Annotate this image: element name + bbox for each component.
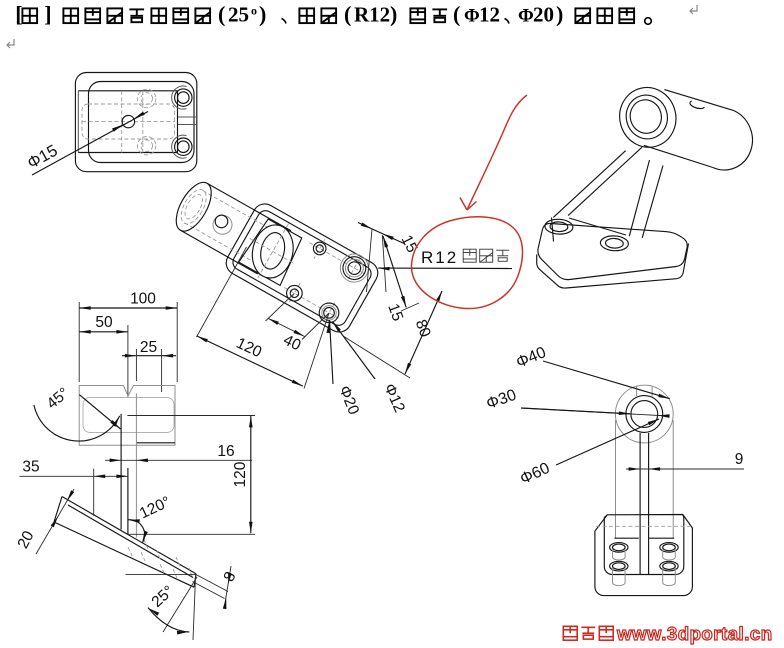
svg-text:100: 100 (130, 291, 156, 308)
svg-text:(: ( (453, 2, 460, 27)
svg-text:35: 35 (22, 459, 39, 476)
svg-text:12: 12 (479, 3, 500, 27)
svg-text:[: [ (15, 2, 22, 27)
svg-text:20: 20 (14, 528, 37, 552)
svg-text:25: 25 (228, 3, 249, 27)
svg-text:40: 40 (280, 332, 303, 355)
svg-text:www.3dportal.cn: www.3dportal.cn (616, 623, 773, 644)
svg-text:Φ: Φ (464, 6, 480, 27)
svg-text:R12: R12 (421, 248, 458, 267)
svg-text:120: 120 (232, 461, 249, 487)
svg-text:25: 25 (140, 339, 157, 356)
svg-text:o: o (251, 4, 257, 18)
svg-text:R12: R12 (354, 3, 390, 27)
svg-text:(: ( (344, 2, 351, 27)
svg-text:(: ( (218, 2, 225, 27)
svg-text:80: 80 (412, 317, 434, 339)
svg-text:20: 20 (533, 3, 554, 27)
svg-text:]: ] (44, 2, 51, 27)
svg-text:16: 16 (217, 443, 234, 460)
svg-text:50: 50 (95, 314, 113, 331)
svg-text:): ) (390, 2, 397, 27)
svg-text:Φ: Φ (518, 6, 534, 27)
svg-text:): ) (556, 2, 563, 27)
svg-text:15: 15 (384, 301, 406, 323)
svg-text:9: 9 (735, 451, 744, 468)
svg-text:): ) (259, 2, 266, 27)
